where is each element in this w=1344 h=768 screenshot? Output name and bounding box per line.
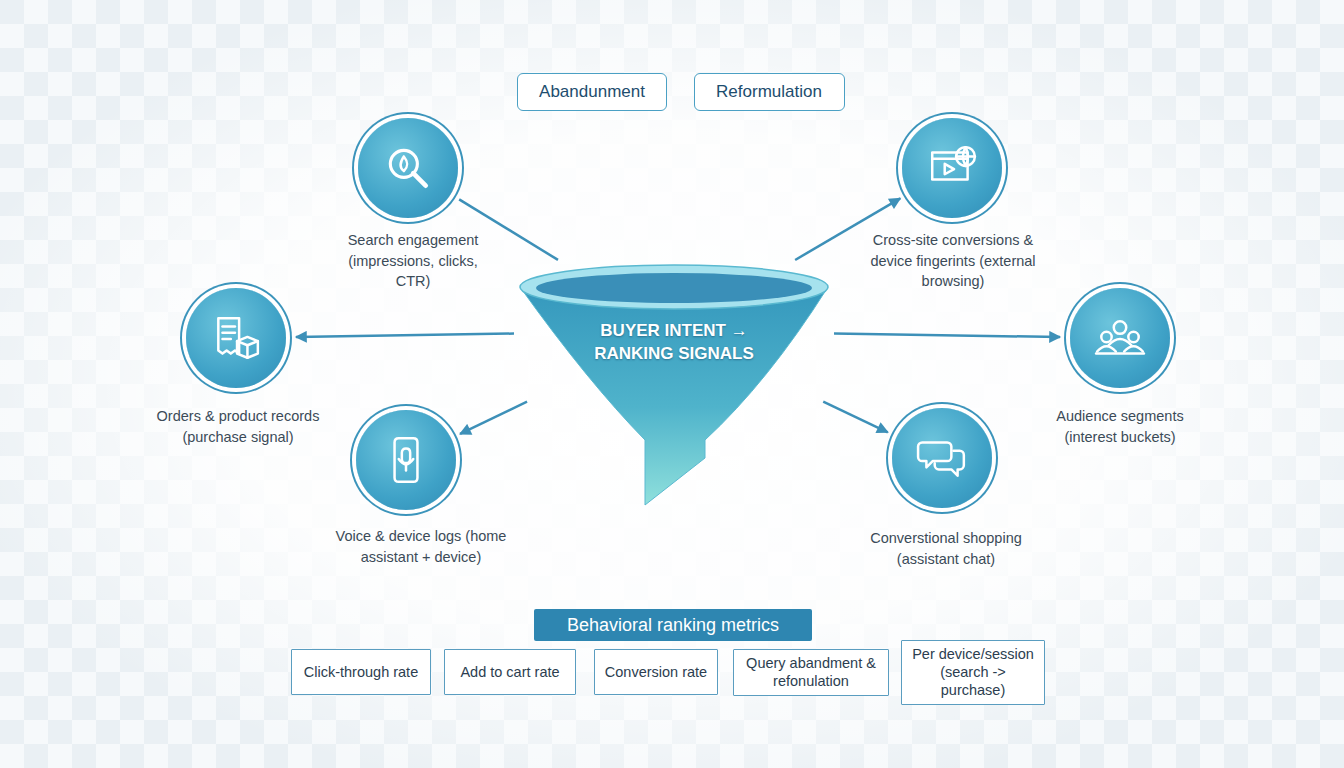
connector-arrow <box>834 334 1060 338</box>
icon-part <box>1097 346 1116 351</box>
metric-box: Add to cart rate <box>444 649 576 695</box>
funnel-rim <box>520 265 828 309</box>
funnel-shape: BUYER INTENT → RANKING SIGNALS <box>518 262 830 400</box>
section-band: Behavioral ranking metrics <box>534 609 812 641</box>
connector-arrow <box>459 199 558 260</box>
source-label: Cross-site conversions & device fingerin… <box>866 230 1041 292</box>
icon <box>926 142 978 194</box>
tag-label: Abandunment <box>539 82 645 102</box>
icon-part <box>945 164 954 174</box>
funnel-label: BUYER INTENT → RANKING SIGNALS <box>584 320 764 366</box>
source-label: Audience segments (interest buckets) <box>1045 406 1195 447</box>
connector-arrow <box>460 402 527 434</box>
metric-box: Conversion rate <box>594 649 718 695</box>
source-circle: Cross-site conversions & device fingerin… <box>902 118 1002 218</box>
source-circle: Search engagement (impressions, clicks, … <box>358 118 458 218</box>
source-label: Converstional shopping (assistant chat) <box>859 528 1034 569</box>
icon-part <box>237 337 258 358</box>
source-label: Voice & device logs (home assistant + de… <box>332 526 510 567</box>
icon-part <box>399 459 414 464</box>
icon <box>916 432 968 484</box>
icon <box>210 312 262 364</box>
source-circle: Converstional shopping (assistant chat) <box>892 408 992 508</box>
icon-part <box>222 332 234 334</box>
source-circle: Voice & device logs (home assistant + de… <box>356 410 456 510</box>
icon <box>380 434 432 486</box>
source-label: Search engagement (impressions, clicks, … <box>338 230 488 292</box>
icon-part <box>401 157 408 172</box>
icon-part <box>963 147 968 166</box>
connector-arrow <box>823 402 888 433</box>
source-circle: Audience segments (interest buckets) <box>1070 288 1170 388</box>
icon-part <box>1124 346 1143 351</box>
tag-label: Reformulation <box>716 82 822 102</box>
metric-box: Query abandment & refonulation <box>733 649 889 696</box>
icon-part <box>405 465 407 470</box>
metric-label: Add to cart rate <box>460 663 559 681</box>
funnel-body <box>520 287 828 505</box>
icon <box>1094 312 1146 364</box>
icon-part <box>413 173 425 185</box>
tag-box: Abandunment <box>517 73 667 111</box>
tag-box: Reformulation <box>694 73 845 111</box>
icon-part <box>222 325 234 327</box>
metric-box: Click-through rate <box>291 649 431 695</box>
icon-part <box>1096 352 1144 354</box>
section-heading: Behavioral ranking metrics <box>567 615 779 636</box>
icon-part <box>1101 332 1111 342</box>
metric-label: Click-through rate <box>304 663 418 681</box>
source-label: Orders & product records (purchase signa… <box>146 406 331 447</box>
funnel-shape <box>518 262 830 512</box>
icon-part <box>956 147 975 166</box>
source-circle: Orders & product records (purchase signa… <box>186 288 286 388</box>
icon-part <box>956 155 975 157</box>
icon-part <box>935 451 964 476</box>
icon-part <box>1128 332 1138 342</box>
connector-arrow <box>795 198 900 260</box>
icon-part <box>402 449 410 464</box>
icon-part <box>1114 321 1126 333</box>
metric-label: Conversion rate <box>605 663 707 681</box>
metric-box: Per device/session (search -> purchase) <box>901 640 1045 705</box>
funnel-opening <box>536 273 812 303</box>
connector-arrow <box>296 334 514 337</box>
icon-part <box>246 345 248 357</box>
icon <box>382 142 434 194</box>
metric-label: Per device/session (search -> purchase) <box>910 645 1036 699</box>
icon-part <box>222 338 230 340</box>
metric-label: Query abandment & refonulation <box>742 654 880 690</box>
icon-part <box>395 438 418 482</box>
